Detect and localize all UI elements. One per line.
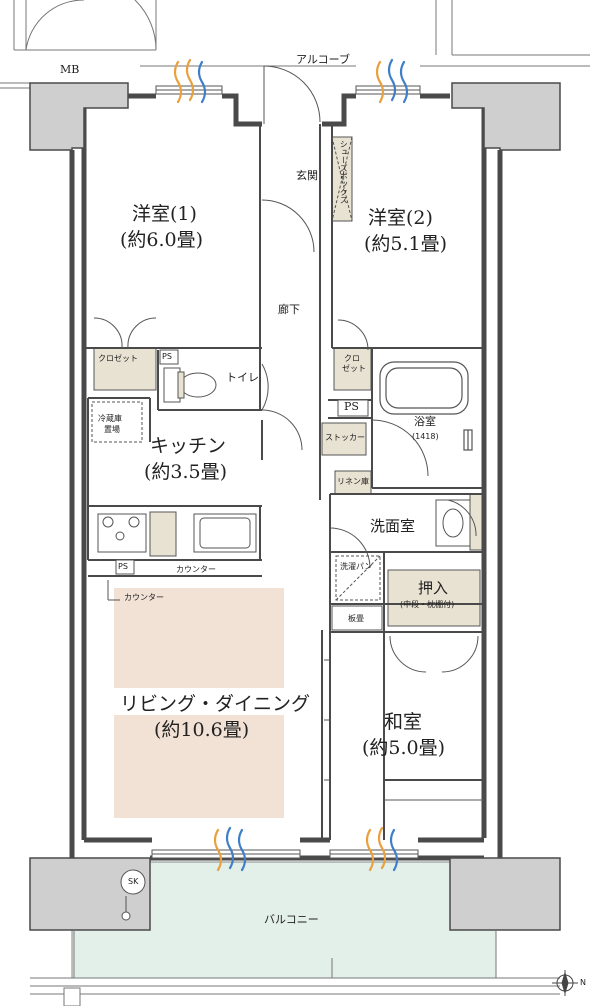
counter-label-2: カウンター: [124, 593, 164, 602]
board-label: 板畳: [348, 614, 364, 623]
japanese-room-lines: [324, 659, 484, 801]
closet-2-label-line1: クロ: [344, 354, 360, 363]
western-room-2-size: (約5.1畳): [364, 233, 448, 255]
stocker-label: ストッカー: [325, 433, 365, 442]
partitions: [84, 124, 484, 840]
counter-line: [107, 580, 120, 601]
shoe-box-label: シューズボックス: [339, 140, 349, 204]
north-label: N: [580, 978, 586, 987]
ps-label-3: PS: [118, 562, 128, 571]
bathtub-icon: [379, 361, 473, 451]
western-room-1-size: (約6.0畳): [120, 229, 204, 251]
toilet-fixture-icon: [163, 367, 217, 403]
washroom-label: 洗面室: [370, 517, 416, 535]
sk-sink-icon: [120, 869, 146, 921]
western-room-2-name: 洋室(2): [368, 207, 433, 229]
washer-pan-icon: [335, 555, 381, 601]
linen-label: リネン庫: [337, 477, 369, 486]
columns: [29, 82, 561, 931]
fridge-space: [91, 401, 143, 443]
kitchen-size: (約3.5畳): [144, 461, 228, 483]
oshiire-note: (中段・枕棚付): [400, 600, 455, 609]
alcove-label: アルコーブ: [296, 53, 351, 66]
fridge-label-line1: 冷蔵庫: [98, 414, 122, 423]
ps-label-1: PS: [162, 352, 172, 361]
entrance-door: [263, 65, 321, 124]
japanese-room-size: (約5.0畳): [362, 737, 446, 759]
bath-size: (1418): [412, 432, 439, 441]
living-floor-patch-top: [114, 588, 284, 688]
counter-label-1: カウンター: [176, 565, 216, 574]
living-floor-patch-bottom: [114, 715, 284, 818]
ps-label-2: PS: [344, 400, 359, 413]
toilet-label: トイレ: [226, 371, 259, 384]
vanity-icon: [435, 499, 471, 547]
hallway-label: 廊下: [278, 303, 300, 316]
sk-label: SK: [128, 877, 139, 886]
closet-2-label-line2: ゼット: [342, 364, 366, 373]
entrance-label: 玄関: [296, 169, 318, 182]
washer-label: 洗濯パン: [340, 562, 373, 571]
balcony-label: バルコニー: [264, 913, 319, 926]
japanese-room-name: 和室: [384, 711, 423, 733]
compass-icon: [552, 970, 578, 996]
mb-label: MB: [60, 63, 80, 76]
kitchen-name: キッチン: [150, 435, 227, 457]
oshiire-name: 押入: [418, 579, 449, 597]
windows: [151, 85, 421, 859]
door-swings: [93, 199, 479, 673]
western-room-1-name: 洋室(1): [132, 203, 197, 225]
bath-name: 浴室: [414, 415, 436, 428]
storage-fills: [93, 136, 483, 627]
living-dining-name: リビング・ダイニング: [120, 693, 311, 715]
living-dining-size: (約10.6畳): [154, 719, 250, 741]
ps-boxes: [115, 349, 369, 575]
board-floor: [331, 605, 383, 631]
stove-icon: [97, 513, 147, 553]
airflow-icons: [173, 58, 409, 872]
sink-icon: [193, 513, 257, 553]
fridge-label-line2: 置場: [104, 425, 120, 434]
shoe-box-detail: [331, 136, 353, 222]
exterior-top: [0, 0, 590, 89]
balcony-railing: [30, 930, 560, 1006]
closet-1-label: クロゼット: [98, 354, 138, 363]
